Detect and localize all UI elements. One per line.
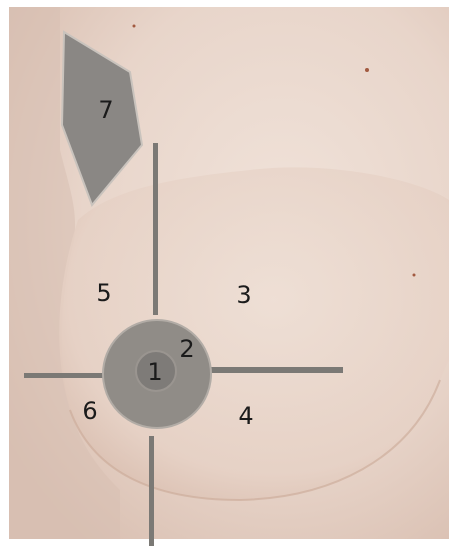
region-label-4: 4 — [238, 402, 253, 430]
marker-line-bottom — [149, 436, 154, 546]
skin-mark — [413, 274, 416, 277]
region-label-5: 5 — [96, 279, 111, 307]
marker-line-right — [210, 367, 343, 373]
region-label-3: 3 — [236, 281, 251, 309]
marker-line-left — [24, 373, 106, 378]
marker-line-top — [153, 143, 158, 315]
region-label-7: 7 — [98, 96, 113, 124]
region-label-1: 1 — [147, 358, 162, 386]
region-label-2: 2 — [179, 335, 194, 363]
region-label-6: 6 — [82, 397, 97, 425]
skin-mark — [365, 68, 369, 72]
skin-mark — [133, 25, 136, 28]
